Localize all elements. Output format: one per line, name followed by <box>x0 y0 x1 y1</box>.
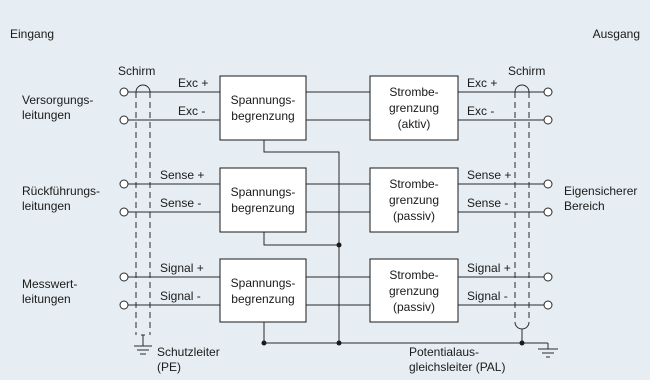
shield-left <box>135 84 151 335</box>
group-label-signal-1: Messwert- <box>22 277 77 291</box>
protective-earth-label-2: (PE) <box>157 360 181 374</box>
group-label-sense-2: leitungen <box>22 199 71 213</box>
label-signal-minus-out: Signal - <box>467 289 508 303</box>
equipotential-bus <box>261 140 549 349</box>
shield-right <box>514 84 530 330</box>
terminal-signal-plus-out <box>543 272 553 282</box>
group-label-supply-1: Versorgungs- <box>22 93 93 107</box>
voltage-limiter-box-3: Spannungs- begrenzung <box>219 258 307 323</box>
label-sense-minus-out: Sense - <box>467 196 508 210</box>
group-label-sense-1: Rückführungs- <box>22 184 100 198</box>
shield-label-right: Schirm <box>508 64 545 78</box>
terminal-signal-minus-in <box>119 300 129 310</box>
terminal-exc-plus-in <box>119 87 129 97</box>
label-sense-plus-in: Sense + <box>160 168 204 182</box>
svg-text:(aktiv): (aktiv) <box>398 117 431 131</box>
svg-text:grenzung: grenzung <box>389 284 439 298</box>
svg-text:Strombe-: Strombe- <box>389 85 438 99</box>
group-label-signal-2: leitungen <box>22 292 71 306</box>
label-signal-minus-in: Signal - <box>160 289 201 303</box>
voltage-limiter-box-2: Spannungs- begrenzung <box>219 167 307 233</box>
current-limiter-box-passive-1: Strombe- grenzung (passiv) <box>369 167 459 233</box>
svg-text:begrenzung: begrenzung <box>231 201 294 215</box>
svg-text:Strombe-: Strombe- <box>389 177 438 191</box>
terminal-exc-minus-out <box>543 115 553 125</box>
label-sense-minus-in: Sense - <box>160 196 201 210</box>
protective-earth-ground <box>134 334 152 355</box>
protective-earth-label-1: Schutzleiter <box>157 345 220 359</box>
terminal-exc-plus-out <box>543 87 553 97</box>
output-heading: Ausgang <box>593 27 640 41</box>
terminal-sense-plus-out <box>543 179 553 189</box>
terminal-signal-minus-out <box>543 300 553 310</box>
terminal-signal-plus-in <box>119 272 129 282</box>
label-exc-minus-in: Exc - <box>178 104 205 118</box>
ground-symbol-equipotential <box>538 348 558 358</box>
shield-label-left: Schirm <box>118 64 155 78</box>
right-area-label-1: Eigensicherer <box>564 184 637 198</box>
terminal-exc-minus-in <box>119 115 129 125</box>
label-exc-plus-in: Exc + <box>178 76 208 90</box>
terminal-sense-minus-in <box>119 207 129 217</box>
voltage-limiter-box-1: Spannungs- begrenzung <box>219 75 307 141</box>
input-heading: Eingang <box>10 27 54 41</box>
svg-text:Spannungs-: Spannungs- <box>231 185 296 199</box>
label-signal-plus-in: Signal + <box>160 261 204 275</box>
label-exc-plus-out: Exc + <box>467 76 497 90</box>
svg-text:Strombe-: Strombe- <box>389 268 438 282</box>
svg-text:begrenzung: begrenzung <box>231 109 294 123</box>
svg-text:Spannungs-: Spannungs- <box>231 276 296 290</box>
current-limiter-box-active: Strombe- grenzung (aktiv) <box>369 75 459 141</box>
current-limiter-box-passive-2: Strombe- grenzung (passiv) <box>369 258 459 323</box>
svg-text:(passiv): (passiv) <box>393 300 435 314</box>
svg-text:grenzung: grenzung <box>389 193 439 207</box>
equipotential-label-1: Potentialaus- <box>409 345 479 359</box>
svg-text:begrenzung: begrenzung <box>231 292 294 306</box>
right-area-label-2: Bereich <box>564 199 605 213</box>
terminal-sense-minus-out <box>543 207 553 217</box>
group-label-supply-2: leitungen <box>22 108 71 122</box>
label-exc-minus-out: Exc - <box>467 104 494 118</box>
equipotential-label-2: gleichsleiter (PAL) <box>409 360 505 374</box>
label-sense-plus-out: Sense + <box>467 168 511 182</box>
terminal-sense-plus-in <box>119 179 129 189</box>
svg-text:(passiv): (passiv) <box>393 209 435 223</box>
label-signal-plus-out: Signal + <box>467 261 511 275</box>
svg-text:Spannungs-: Spannungs- <box>231 93 296 107</box>
svg-text:grenzung: grenzung <box>389 101 439 115</box>
